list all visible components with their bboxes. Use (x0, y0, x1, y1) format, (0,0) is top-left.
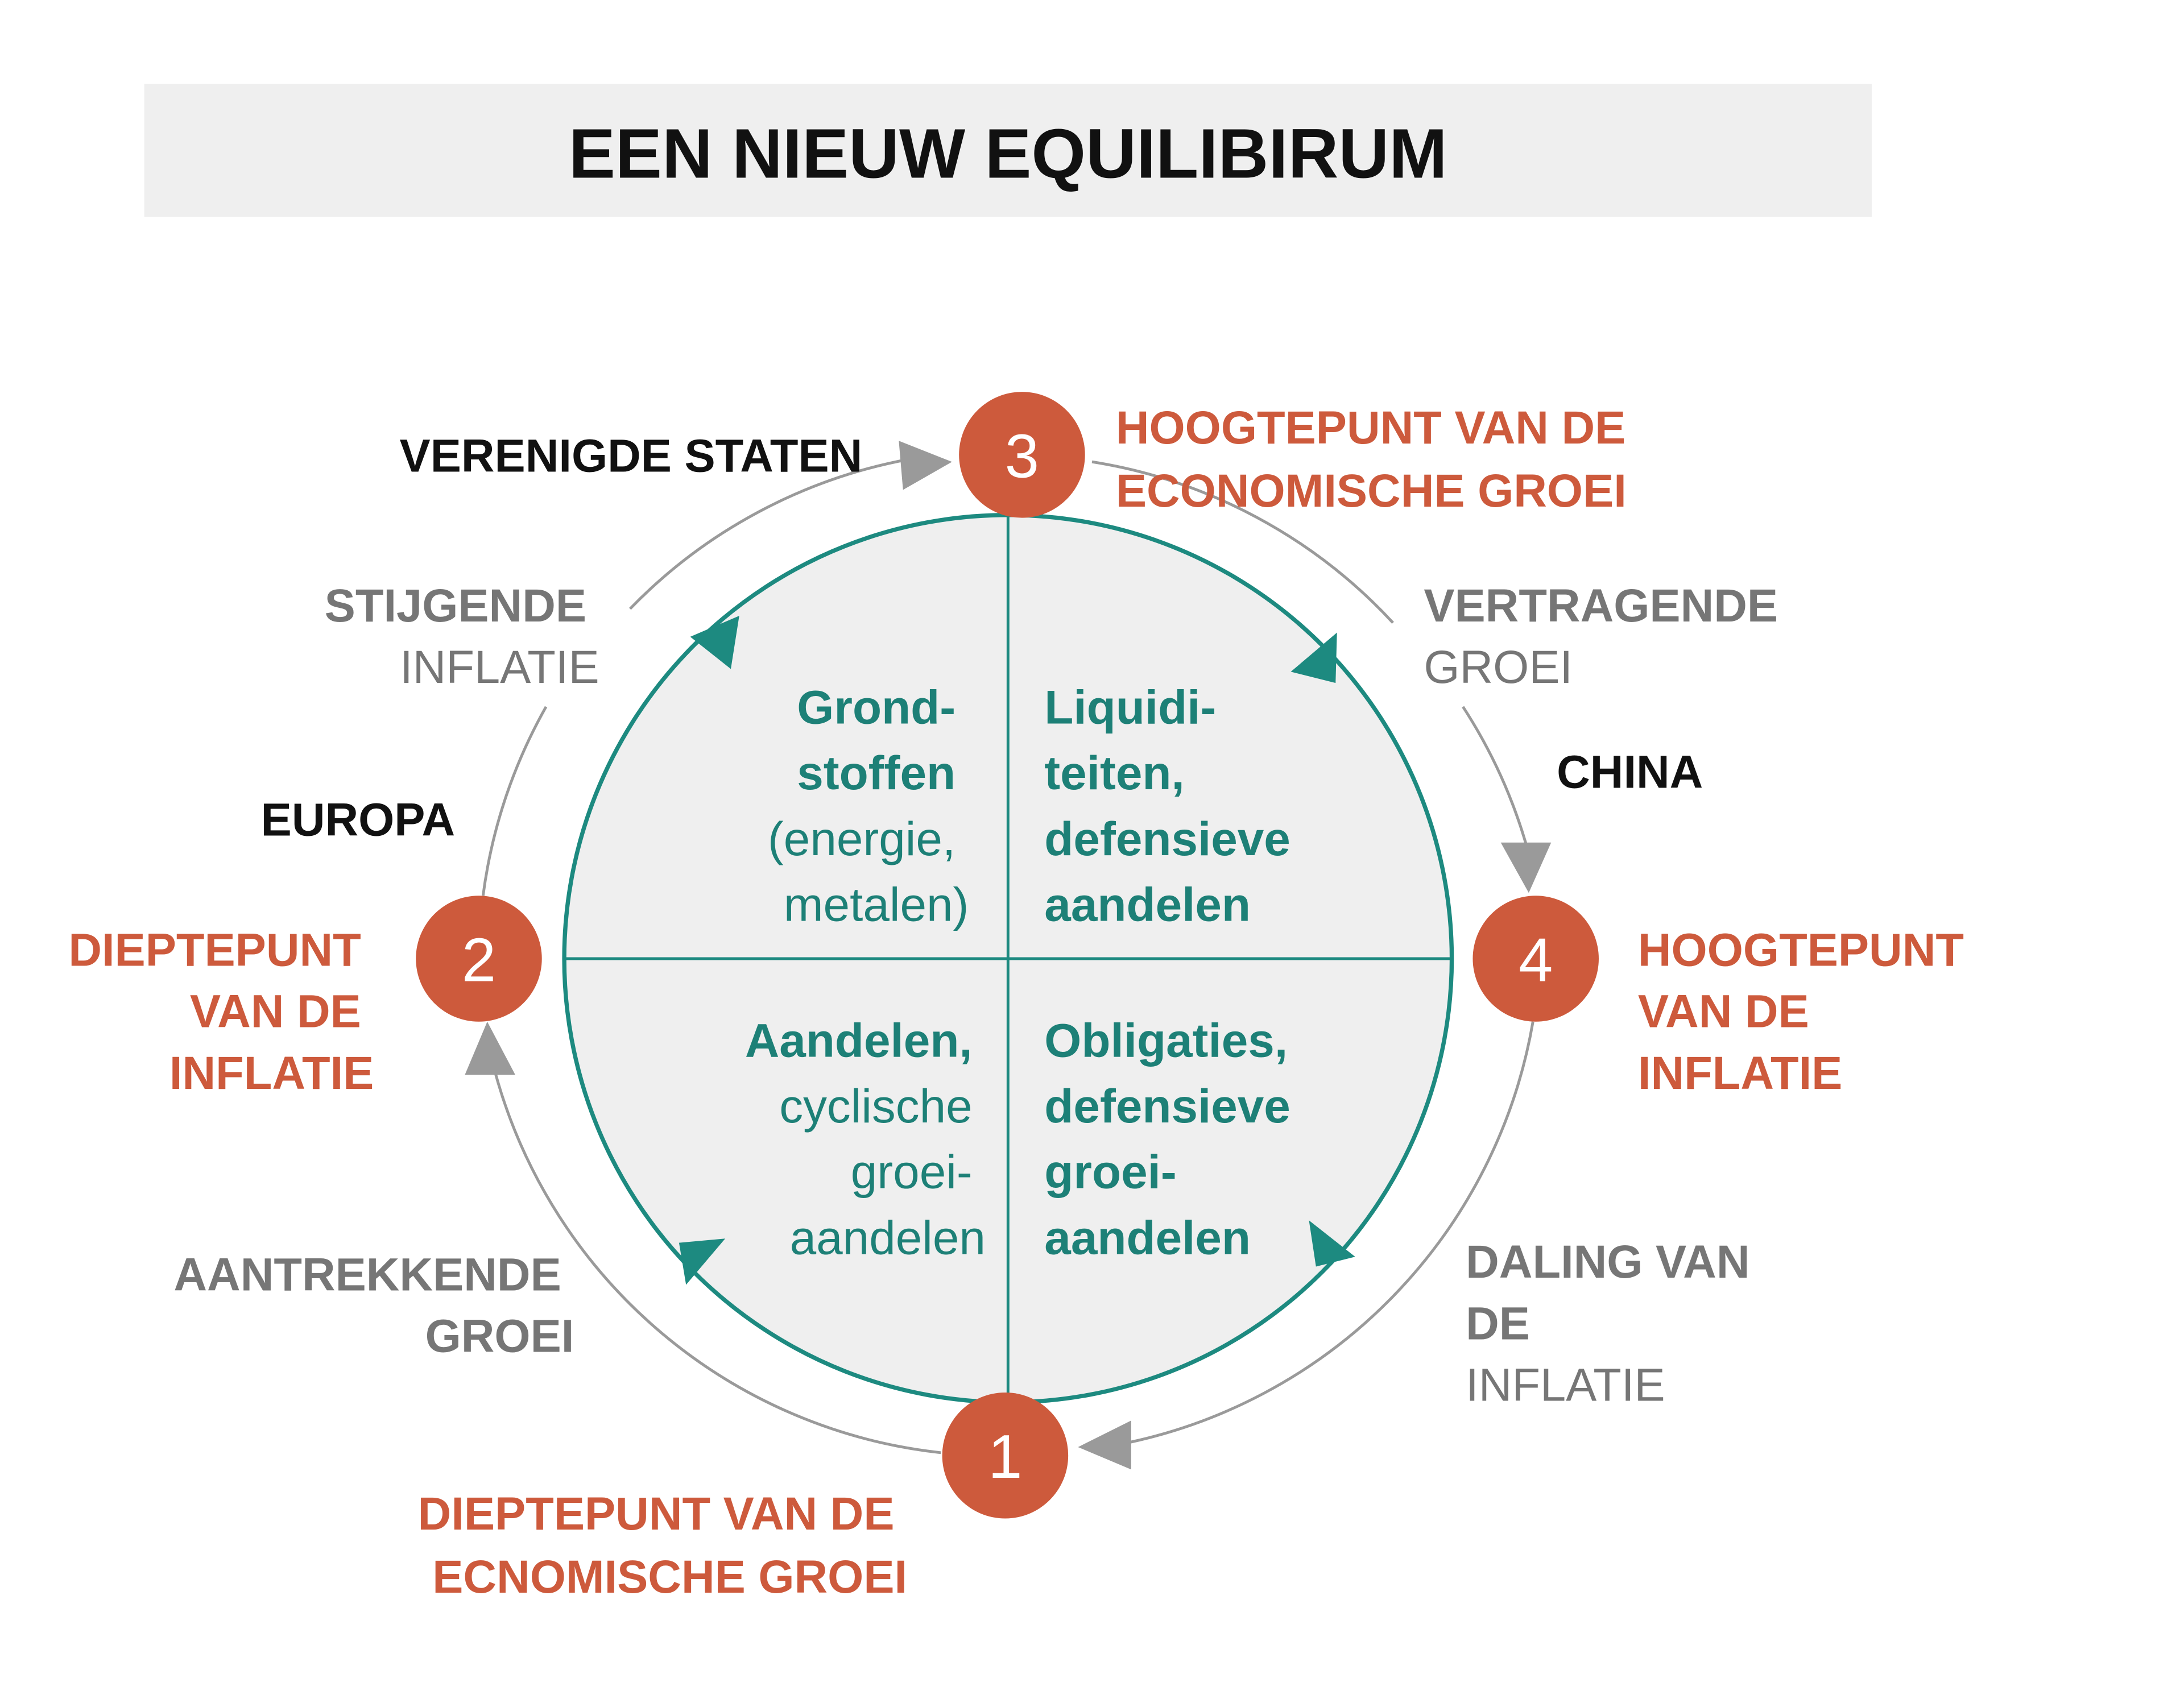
region-europe: EUROPA (261, 794, 455, 846)
page-title: EEN NIEUW EQUILIBIRUM (569, 115, 1447, 193)
phase-stijgende-inflatie: STIJGENDE INFLATIE (325, 580, 599, 693)
node-number: 4 (1519, 925, 1553, 994)
arrow-down-right-icon (1290, 632, 1337, 683)
phase-aantrekkende-groei: AANTREKKENDE GROEI (173, 1249, 574, 1362)
node-3-label: HOOGTEPUNT VAN DE ECONOMISCHE GROEI (1116, 402, 1639, 517)
node-3: 3 (959, 392, 1085, 518)
node-number: 1 (988, 1422, 1022, 1491)
arrow-up-right-icon (690, 615, 739, 669)
arrow-right-icon (899, 441, 952, 490)
arrow-up-icon (465, 1021, 515, 1075)
title-bar (144, 84, 1872, 217)
node-2: 2 (416, 896, 542, 1022)
quadrant-top-right: Liquidi- teiten, defensieve aandelen (1044, 680, 1304, 931)
phase-daling-inflatie: DALING VAN DE INFLATIE (1466, 1236, 1763, 1411)
quadrant-top-left: Grond- stoffen (energie, metalen) (768, 680, 969, 931)
region-us: VERENIGDE STATEN (400, 430, 863, 482)
arrow-down-left-icon (1309, 1220, 1355, 1267)
quadrant-bottom-left: Aandelen, cyclische groei- aandelen (745, 1013, 986, 1264)
node-number: 3 (1005, 421, 1039, 490)
node-4: 4 (1472, 896, 1599, 1022)
quadrant-bottom-right: Obligaties, defensieve groei- aandelen (1044, 1013, 1304, 1264)
phase-vertragende-groei: VERTRAGENDE GROEI (1424, 580, 1790, 693)
node-2-label: DIEPTEPUNT VAN DE INFLATIE (68, 924, 374, 1099)
arrow-up-left-icon (679, 1238, 726, 1285)
node-1: 1 (942, 1392, 1069, 1519)
outer-arrows (465, 441, 1552, 1470)
arrow-left-icon (1078, 1420, 1131, 1470)
arrow-down-icon (1500, 842, 1552, 893)
outer-cycle-ring (481, 457, 1534, 1454)
node-1-label: DIEPTEPUNT VAN DE ECNOMISCHE GROEI (418, 1488, 907, 1603)
node-4-label: HOOGTEPUNT VAN DE INFLATIE (1638, 924, 1977, 1099)
region-china: CHINA (1557, 747, 1703, 798)
node-number: 2 (462, 925, 496, 994)
inner-arrows (679, 615, 1355, 1285)
